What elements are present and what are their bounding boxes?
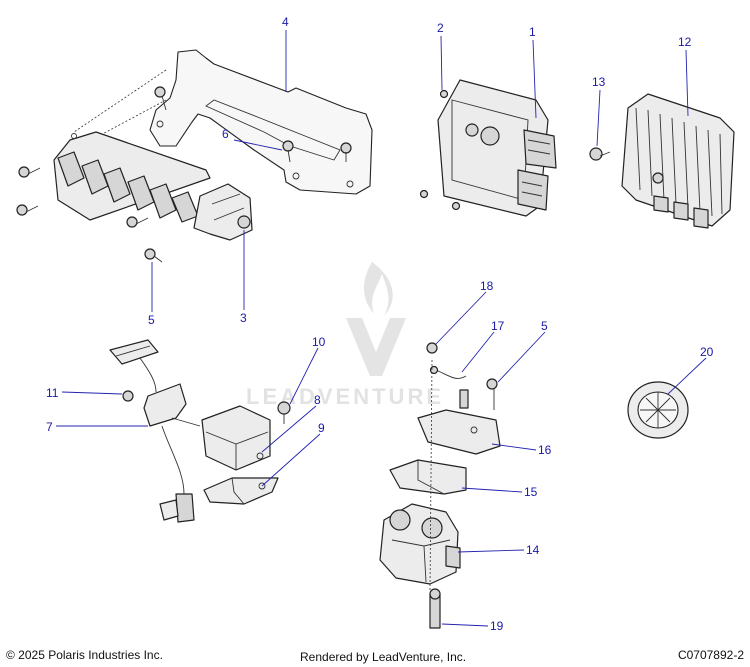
part-17-ground-wire bbox=[429, 365, 469, 409]
figure-code: C0707892-2 bbox=[677, 648, 744, 662]
callout-5: 5 bbox=[148, 313, 155, 327]
callout-15: 15 bbox=[524, 485, 538, 499]
callout-7: 7 bbox=[46, 420, 53, 434]
callout-10: 10 bbox=[312, 335, 326, 349]
part-20-grommet bbox=[627, 381, 689, 439]
bolt-icon bbox=[144, 248, 163, 263]
callout-3: 3 bbox=[240, 311, 247, 325]
callout-19: 19 bbox=[490, 619, 504, 633]
part-12-regulator bbox=[621, 93, 735, 229]
callout-14: 14 bbox=[526, 543, 540, 557]
callout-18: 18 bbox=[480, 279, 494, 293]
part-4-bracket bbox=[73, 49, 373, 195]
callout-13: 13 bbox=[592, 75, 606, 89]
leader-lines bbox=[56, 30, 707, 627]
part-7-harness bbox=[109, 339, 195, 523]
callout-1: 1 bbox=[529, 25, 536, 39]
bolt-icon bbox=[126, 216, 149, 228]
bolt-icon bbox=[419, 189, 429, 199]
callout-5: 5 bbox=[541, 319, 548, 333]
part-1-ecu bbox=[437, 79, 557, 217]
bolt-icon bbox=[340, 142, 352, 162]
bolt-icon bbox=[16, 204, 39, 216]
bolt-icon bbox=[589, 147, 611, 161]
part-16-bracket bbox=[417, 409, 501, 455]
callout-6: 6 bbox=[222, 127, 229, 141]
bolts-group-left bbox=[16, 86, 352, 263]
part-3-fuse-box bbox=[53, 131, 253, 241]
bolt-icon bbox=[439, 89, 449, 99]
bolt-icon bbox=[18, 166, 41, 178]
watermark-logo: LEADVENTURE bbox=[246, 262, 444, 409]
callout-12: 12 bbox=[678, 35, 692, 49]
callout-2: 2 bbox=[437, 21, 444, 35]
callout-9: 9 bbox=[318, 421, 325, 435]
callout-4: 4 bbox=[282, 15, 289, 29]
watermark-text: LEADVENTURE bbox=[246, 384, 444, 409]
bolt-icon bbox=[451, 201, 461, 211]
bolt-icon bbox=[277, 401, 291, 424]
callout-labels: 4 2 1 12 13 6 5 3 10 8 9 11 7 18 17 5 16… bbox=[46, 15, 714, 633]
callout-16: 16 bbox=[538, 443, 552, 457]
callout-20: 20 bbox=[700, 345, 714, 359]
part-14-coil bbox=[379, 503, 461, 585]
part-8-bracket bbox=[171, 405, 271, 471]
callout-17: 17 bbox=[491, 319, 505, 333]
rendered-by-text: Rendered by LeadVenture, Inc. bbox=[300, 650, 467, 664]
part-5-bolt bbox=[486, 378, 498, 410]
part-18-nut bbox=[426, 342, 438, 354]
part-15-bracket bbox=[389, 459, 467, 495]
bolt-icon bbox=[282, 140, 294, 163]
copyright-text: © 2025 Polaris Industries Inc. bbox=[6, 648, 163, 662]
callout-8: 8 bbox=[314, 393, 321, 407]
bolt-icon bbox=[154, 86, 167, 111]
callout-11: 11 bbox=[46, 386, 59, 400]
part-9-bracket bbox=[203, 477, 279, 505]
bolt-icon bbox=[122, 390, 134, 402]
part-19-bolt bbox=[429, 588, 441, 629]
